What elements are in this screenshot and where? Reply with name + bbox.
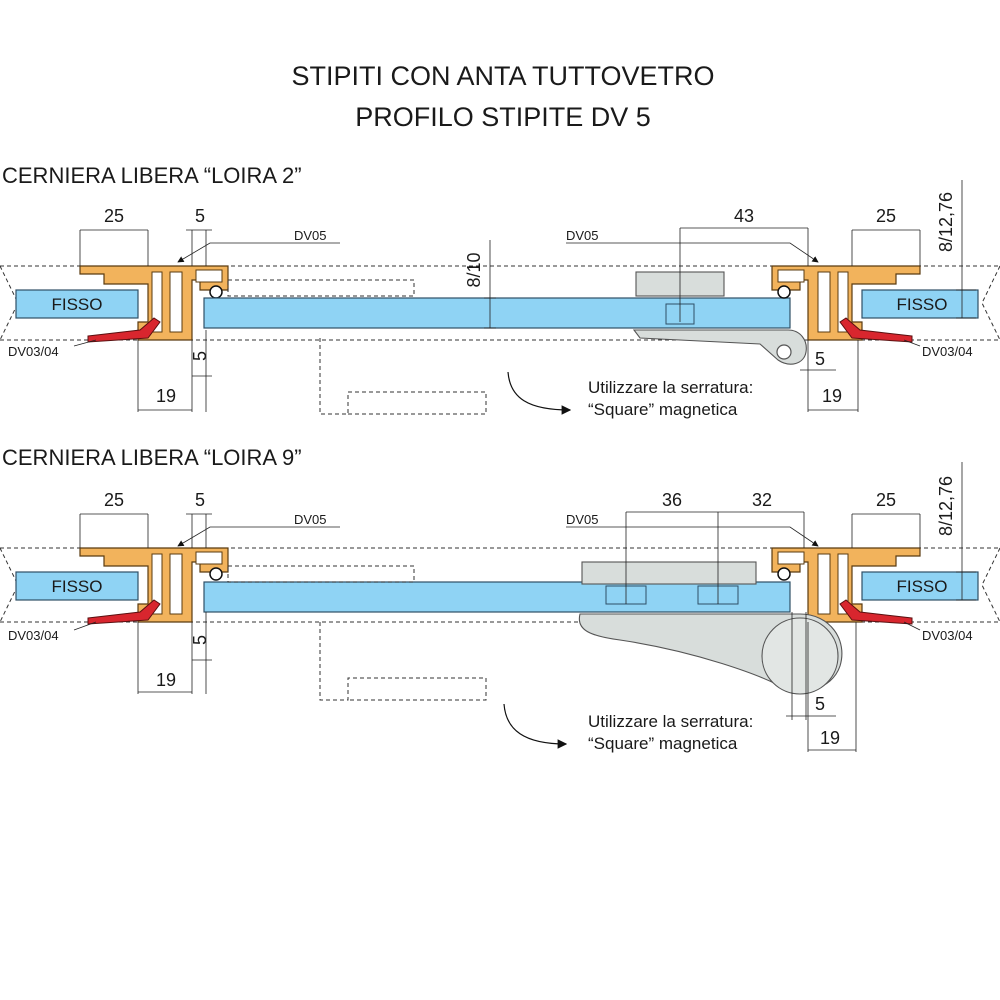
dim-left-25: 25: [104, 206, 124, 226]
dim-right-25: 25: [876, 490, 896, 510]
dv05-label-left: DV05: [294, 228, 327, 243]
swing-outline: [227, 279, 415, 297]
dim-glass-8-10: 8/10: [464, 252, 484, 287]
dim-right-43: 43: [734, 206, 754, 226]
section-heading: CERNIERA LIBERA “LOIRA 9”: [2, 445, 302, 470]
jamb-profile-right: [771, 265, 921, 343]
dim-right-32: 32: [752, 490, 772, 510]
lock-note-line1: Utilizzare la serratura:: [588, 712, 753, 731]
fisso-label-left: FISSO: [51, 577, 102, 596]
dim-left-5b: 5: [190, 351, 210, 361]
dim-left-19: 19: [156, 670, 176, 690]
dim-right-fixed: 8/12,76: [936, 476, 956, 536]
lock-note-line2: “Square” magnetica: [588, 734, 738, 753]
fixed-glass-right: [861, 289, 979, 319]
gasket-right: [839, 599, 913, 625]
fixed-glass-left: [15, 571, 139, 601]
dv05-label-right: DV05: [566, 228, 599, 243]
dim-left-5: 5: [195, 206, 205, 226]
dim-right-36: 36: [662, 490, 682, 510]
dim-right-25: 25: [876, 206, 896, 226]
dim-left-19: 19: [156, 386, 176, 406]
break-line-right: [981, 265, 1000, 341]
dim-left-5b: 5: [190, 635, 210, 645]
section-heading: CERNIERA LIBERA “LOIRA 2”: [2, 163, 302, 188]
dim-left-25: 25: [104, 490, 124, 510]
fisso-label-left: FISSO: [51, 295, 102, 314]
dim-right-19: 19: [822, 386, 842, 406]
dv0304-label-left: DV03/04: [8, 344, 59, 359]
fisso-label-right: FISSO: [896, 295, 947, 314]
lock-note-line2: “Square” magnetica: [588, 400, 738, 419]
fixed-glass-left: [15, 289, 139, 319]
section-loira-9: CERNIERA LIBERA “LOIRA 9” FISSO FISS: [0, 445, 1000, 753]
dv0304-label-right: DV03/04: [922, 628, 973, 643]
door-glass: [203, 297, 791, 329]
dv0304-label-left: DV03/04: [8, 628, 59, 643]
jamb-profile-right: [771, 547, 921, 625]
swing-outline-lower: [319, 338, 487, 415]
jamb-profile-left: [79, 265, 229, 343]
dim-right-fixed: 8/12,76: [936, 192, 956, 252]
jamb-profile-left: [79, 547, 229, 625]
dim-right-5: 5: [815, 694, 825, 714]
door-glass: [203, 581, 791, 613]
dim-left-5: 5: [195, 490, 205, 510]
fixed-glass-right: [861, 571, 979, 601]
dv0304-label-right: DV03/04: [922, 344, 973, 359]
dim-right-19: 19: [820, 728, 840, 748]
gasket-left: [87, 599, 161, 625]
dv05-label-left: DV05: [294, 512, 327, 527]
title-line2: PROFILO STIPITE DV 5: [355, 102, 651, 132]
gasket-right: [839, 317, 913, 343]
dim-right-5: 5: [815, 349, 825, 369]
fisso-label-right: FISSO: [896, 577, 947, 596]
hinge-loira-9: [578, 561, 843, 695]
section-loira-2: CERNIERA LIBERA “LOIRA 2” FISSO: [0, 163, 1000, 419]
break-line-left: [0, 265, 19, 341]
title-line1: STIPITI CON ANTA TUTTOVETRO: [291, 61, 714, 91]
dv05-label-right: DV05: [566, 512, 599, 527]
lock-note-line1: Utilizzare la serratura:: [588, 378, 753, 397]
